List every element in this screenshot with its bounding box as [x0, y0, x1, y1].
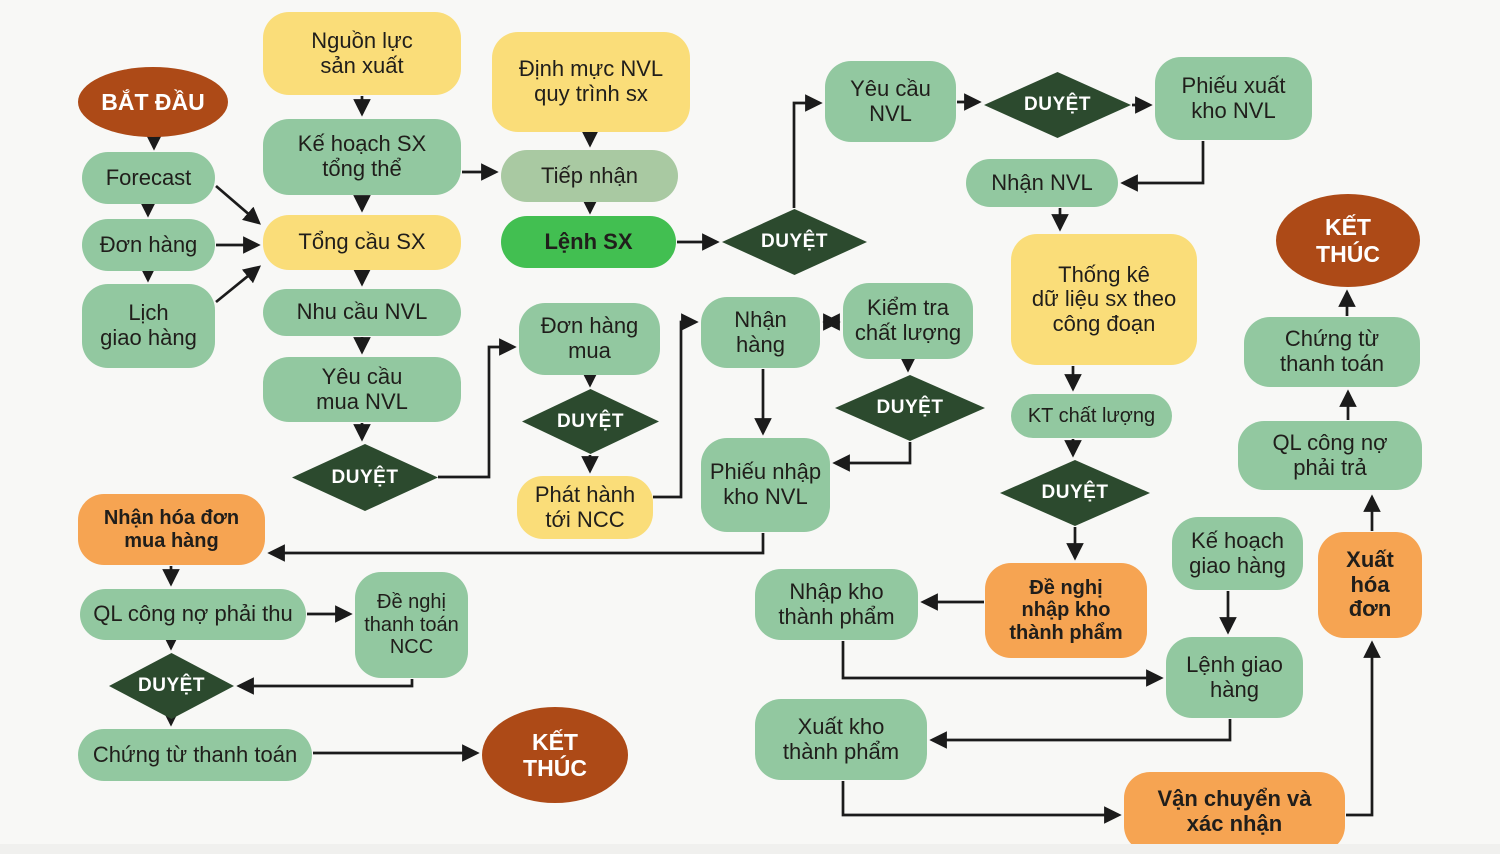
arrow-nhapkhotp-lenhgiaohang	[841, 641, 1164, 687]
node-ke-hoach-giao-hang: Kế hoạch giao hàng	[1172, 517, 1303, 590]
node-tong-cau-sx: Tổng cầu SX	[263, 215, 461, 270]
node-nhan-hoa-don-mua-hang: Nhận hóa đơn mua hàng	[78, 494, 265, 565]
node-de-nghi-thanh-toan-ncc: Đề nghị thanh toán NCC	[355, 572, 468, 678]
node-xuat-kho-thanh-pham: Xuất kho thành phẩm	[755, 699, 927, 780]
node-ql-cong-no-phai-thu: QL công nợ phải thu	[80, 589, 306, 640]
terminator-ket-thuc-bottom: KẾT THÚC	[482, 707, 628, 803]
node-tiep-nhan: Tiếp nhận	[501, 150, 678, 202]
node-de-nghi-nhap-kho-tp: Đề nghị nhập kho thành phẩm	[985, 563, 1147, 658]
arrow-lenhgh-xuatkhotp	[929, 719, 1232, 749]
node-lich-giao-hang: Lịch giao hàng	[82, 284, 215, 368]
terminator-ket-thuc-right: KẾT THÚC	[1276, 194, 1420, 287]
arrow-denghittncc-duyet	[236, 677, 414, 695]
node-kiem-tra-chat-luong: Kiểm tra chất lượng	[843, 283, 973, 359]
node-ql-cong-no-phai-tra: QL công nợ phải trả	[1238, 421, 1422, 490]
node-yeu-cau-nvl: Yêu cầu NVL	[825, 61, 956, 142]
node-lenh-giao-hang: Lệnh giao hàng	[1166, 637, 1303, 718]
node-ke-hoach-sx-tong-the: Kế hoạch SX tổng thể	[263, 119, 461, 195]
node-dinh-muc-nvl: Định mực NVL quy trình sx	[492, 32, 690, 132]
arrow-forecast-tongcausx	[215, 184, 261, 225]
node-nguon-luc-san-xuat: Nguồn lực sản xuất	[263, 12, 461, 95]
node-yeu-cau-mua-nvl: Yêu cầu mua NVL	[263, 357, 461, 422]
node-xuat-hoa-don: Xuất hóa đơn	[1318, 532, 1422, 638]
terminator-bat-dau: BẮT ĐẦU	[78, 67, 228, 137]
arrow-phieunhapkho-nhanhoadon	[267, 533, 765, 562]
node-van-chuyen-xac-nhan: Vận chuyển và xác nhận	[1124, 772, 1345, 852]
node-phat-hanh-toi-ncc: Phát hành tới NCC	[517, 476, 653, 539]
arrow-duyet-donhangmua	[438, 338, 517, 479]
bottom-edge-strip	[0, 844, 1500, 854]
node-lenh-sx: Lệnh SX	[501, 216, 676, 268]
arrow-phathanh-nhanhang	[653, 313, 699, 499]
node-chung-tu-thanh-toan-left: Chứng từ thanh toán	[78, 729, 312, 781]
arrow-xuatkhotp-vanchuyen	[841, 781, 1122, 824]
node-forecast: Forecast	[82, 152, 215, 204]
node-phieu-nhap-kho-nvl: Phiếu nhập kho NVL	[701, 438, 830, 532]
arrow-phieuxuatkho-nhannvl	[1120, 141, 1205, 192]
arrow-duyet-phieunhapkho	[832, 442, 912, 472]
node-nhu-cau-nvl: Nhu cầu NVL	[263, 289, 461, 336]
node-don-hang: Đơn hàng	[82, 219, 215, 271]
node-nhan-hang: Nhận hàng	[701, 297, 820, 368]
node-don-hang-mua: Đơn hàng mua	[519, 303, 660, 375]
arrow-lichgiaohang-tongcausx	[215, 265, 262, 304]
node-kt-chat-luong: KT chất lượng	[1011, 394, 1172, 438]
node-nhan-nvl: Nhận NVL	[966, 159, 1118, 207]
node-chung-tu-thanh-toan-phai-tra: Chứng từ thanh toán	[1244, 317, 1420, 387]
arrow-vanchuyen-xuathoadon	[1346, 640, 1381, 817]
node-thong-ke-du-lieu-sx: Thống kê dữ liệu sx theo công đoạn	[1011, 234, 1197, 365]
node-nhap-kho-thanh-pham: Nhập kho thành phẩm	[755, 569, 918, 640]
arrow-duyet-yeucaunvl	[792, 94, 823, 208]
node-phieu-xuat-kho-nvl: Phiếu xuất kho NVL	[1155, 57, 1312, 140]
